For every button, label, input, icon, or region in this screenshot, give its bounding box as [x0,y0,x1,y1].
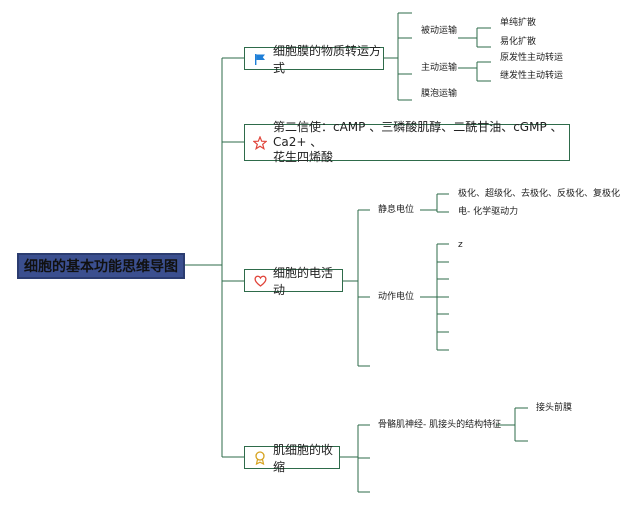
branch-messenger-line2: 花生四烯酸 [273,150,334,164]
branch-second-messenger[interactable]: 第二信使：cAMP 、三磷酸肌醇、二酰甘油、cGMP 、Ca2+ 、 花生四烯酸 [244,120,570,164]
branch-transport-label: 细胞膜的物质转运方式 [273,43,382,75]
node-electrochemical-force[interactable]: 电- 化学驱动力 [458,207,519,217]
branch-muscle-contraction[interactable]: 肌细胞的收缩 [244,443,340,474]
star-icon [253,135,267,150]
node-polarization-terms[interactable]: 极化、超级化、去极化、反极化、复极化 [458,189,621,199]
medal-icon [253,450,267,465]
branch-electric-activity[interactable]: 细胞的电活动 [244,266,343,297]
node-vesicle-transport[interactable]: 膜泡运输 [421,89,458,99]
node-action-child-z[interactable]: z [458,240,463,250]
node-resting-potential[interactable]: 静息电位 [378,205,415,215]
flag-icon [253,52,267,66]
node-active-transport[interactable]: 主动运输 [421,63,458,73]
node-passive-transport[interactable]: 被动运输 [421,26,458,36]
node-facilitated-diffusion[interactable]: 易化扩散 [500,37,537,47]
branch-messenger-line1: 第二信使：cAMP 、三磷酸肌醇、二酰甘油、cGMP 、Ca2+ 、 [273,120,563,149]
branch-transport[interactable]: 细胞膜的物质转运方式 [244,44,384,75]
node-action-potential[interactable]: 动作电位 [378,292,415,302]
heart-icon [253,274,267,288]
node-nmj-structure[interactable]: 骨骼肌神经- 肌接头的结构特征 [378,420,502,430]
node-presynaptic-membrane[interactable]: 接头前膜 [536,403,573,413]
branch-muscle-label: 肌细胞的收缩 [273,442,334,474]
root-label: 细胞的基本功能思维导图 [24,259,178,275]
branch-electric-label: 细胞的电活动 [273,265,334,297]
node-secondary-active[interactable]: 继发性主动转运 [500,71,564,81]
root-node[interactable]: 细胞的基本功能思维导图 [17,253,185,279]
node-simple-diffusion[interactable]: 单纯扩散 [500,18,537,28]
node-primary-active[interactable]: 原发性主动转运 [500,53,564,63]
